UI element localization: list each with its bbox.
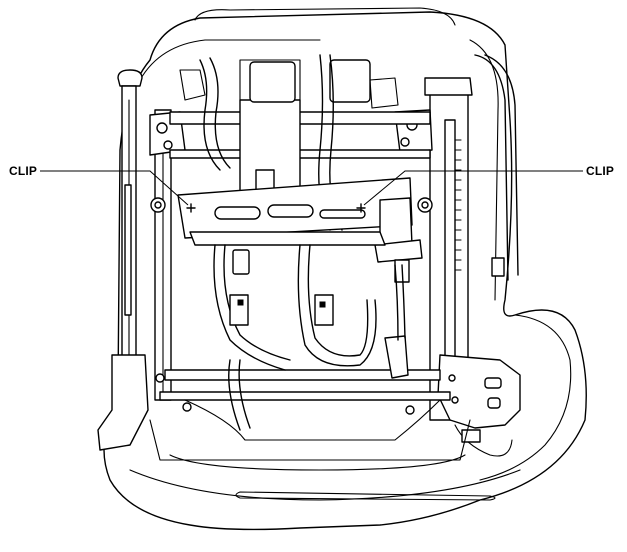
right-tube: [474, 54, 509, 281]
seat-cushion-bottom: [129, 469, 521, 501]
clip-callout-right: CLIP: [586, 164, 615, 178]
cushion-floor: [184, 399, 441, 441]
upper-motor-left: [249, 61, 296, 103]
right-lower-bracket: [437, 354, 521, 429]
right-harness: [394, 264, 399, 341]
floor-bar: [159, 391, 451, 401]
clip-right-marker: [356, 203, 366, 213]
harness-loop-right: [297, 244, 377, 367]
plate-slot-3: [319, 209, 366, 219]
clip-callout-left: CLIP: [9, 164, 38, 178]
seat-back-shell: [103, 11, 587, 531]
left-rail-slot: [124, 184, 132, 316]
upper-harness-left: [199, 59, 221, 171]
seat-cushion-right-bulge: [479, 314, 572, 481]
plate-slot-2: [267, 204, 314, 218]
left-bottom-bracket: [97, 354, 149, 451]
harness-loop-left: [213, 244, 286, 371]
bottom-crossbar: [164, 369, 441, 381]
left-rail-top-cap: [117, 69, 143, 87]
seat-back-right-edge: [469, 39, 499, 301]
harness-lower: [228, 359, 241, 431]
right-rack-top: [424, 77, 473, 96]
clip-left-leader: [40, 170, 189, 206]
seat-back-top-pad: [194, 7, 456, 26]
connector-1: [232, 249, 250, 275]
rack-teeth: [454, 139, 462, 271]
clip-right-leader: [363, 170, 583, 206]
seat-cushion-slot: [235, 491, 496, 501]
clip-left-marker: [186, 203, 196, 213]
lower-crossbar: [189, 231, 386, 246]
seat-back-inner-edge: [139, 39, 321, 81]
plate-slot-1: [214, 206, 261, 220]
